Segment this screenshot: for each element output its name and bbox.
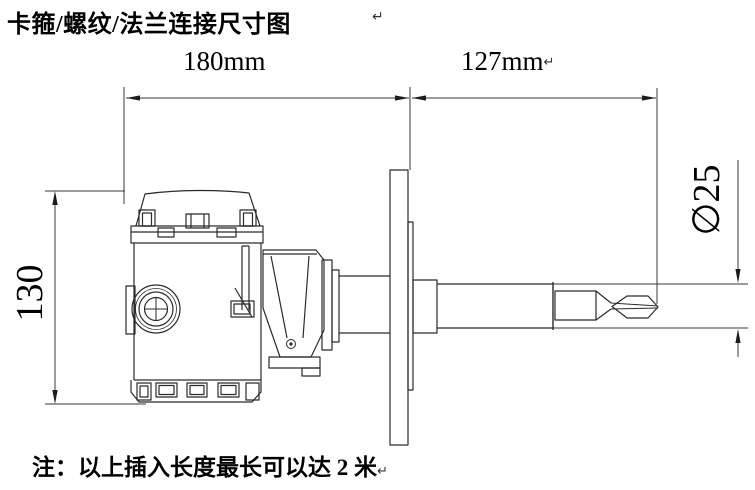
paragraph-return-mark: ↵: [377, 464, 388, 479]
paragraph-return-mark: ↵: [372, 9, 384, 25]
dimension-label-diameter-25: ∅25: [686, 164, 728, 236]
flange: [389, 169, 438, 446]
page-title: 卡箍/螺纹/法兰连接尺寸图: [7, 12, 291, 38]
dimension-arrowheads: [52, 95, 741, 404]
note-text: 注：以上插入长度最长可以达 2 米↵: [32, 448, 388, 482]
note-text-content: 注：以上插入长度最长可以达 2 米: [32, 455, 377, 480]
device-outline: [125, 169, 659, 446]
cable-gland: [125, 284, 181, 335]
paragraph-return-mark: ↵: [543, 55, 555, 70]
dimension-label-127mm-text: 127mm: [461, 46, 544, 76]
dimension-label-180mm: 180mm: [183, 46, 266, 76]
housing-lid: [130, 189, 264, 244]
probe-tube: [437, 282, 554, 330]
vibrating-fork: [554, 290, 659, 321]
dimension-label-127mm: 127mm↵: [461, 48, 554, 75]
housing-body: [130, 243, 262, 403]
dimension-lines: [45, 87, 748, 405]
dimension-label-130: 130: [9, 264, 51, 322]
process-connection-neck: [230, 245, 390, 377]
